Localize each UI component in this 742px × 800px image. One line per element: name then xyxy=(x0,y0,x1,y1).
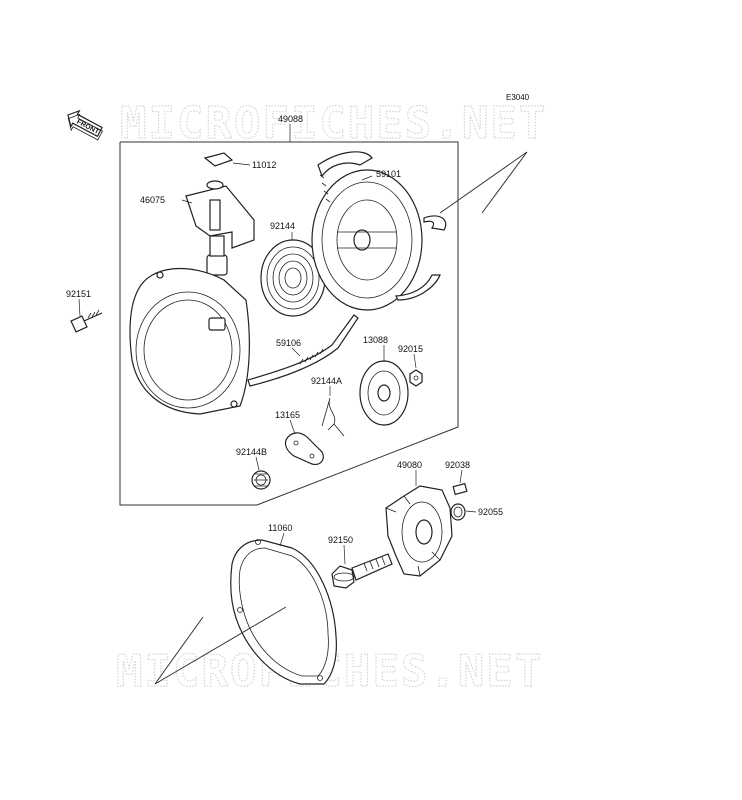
label-92144b: 92144B xyxy=(236,447,267,457)
part-46075-handle xyxy=(185,180,255,318)
label-13165: 13165 xyxy=(275,410,300,420)
label-92055: 92055 xyxy=(478,507,503,517)
part-92015-nut xyxy=(409,369,423,387)
label-92150: 92150 xyxy=(328,535,353,545)
part-49080-cup xyxy=(385,485,453,577)
label-49080: 49080 xyxy=(397,460,422,470)
label-59106: 59106 xyxy=(276,338,301,348)
label-11012: 11012 xyxy=(252,160,276,170)
label-49088: 49088 xyxy=(278,114,303,124)
part-labels: 49088 11012 46075 92144 59101 92151 5910… xyxy=(66,114,503,545)
starter-case xyxy=(129,267,250,415)
part-92151-bolt xyxy=(70,309,103,333)
diagram-code: E3040 xyxy=(506,93,530,102)
label-11060: 11060 xyxy=(268,523,292,533)
label-46075: 46075 xyxy=(140,195,165,205)
part-92144b-spring xyxy=(251,470,271,490)
part-92150-bolt xyxy=(331,553,393,589)
part-13165-pawl xyxy=(284,432,324,465)
watermark-top: MICROFICHES.NET xyxy=(120,98,547,149)
label-92151: 92151 xyxy=(66,289,91,299)
part-92038-key xyxy=(452,482,468,496)
part-59106-rope xyxy=(247,314,359,387)
part-11060-gasket xyxy=(230,539,337,685)
label-92144a: 92144A xyxy=(311,376,342,386)
part-13088-plate xyxy=(359,360,409,426)
front-badge: FRONT xyxy=(67,109,104,141)
part-11012-cap xyxy=(203,152,234,167)
label-92038: 92038 xyxy=(445,460,470,470)
label-92144: 92144 xyxy=(270,221,295,231)
assembly-frame xyxy=(119,141,528,506)
part-59101-reel xyxy=(311,151,447,311)
part-92144a-clip xyxy=(321,397,345,437)
label-59101: 59101 xyxy=(376,169,401,179)
label-13088: 13088 xyxy=(363,335,388,345)
part-92055-oring xyxy=(450,503,466,521)
label-92015: 92015 xyxy=(398,344,423,354)
